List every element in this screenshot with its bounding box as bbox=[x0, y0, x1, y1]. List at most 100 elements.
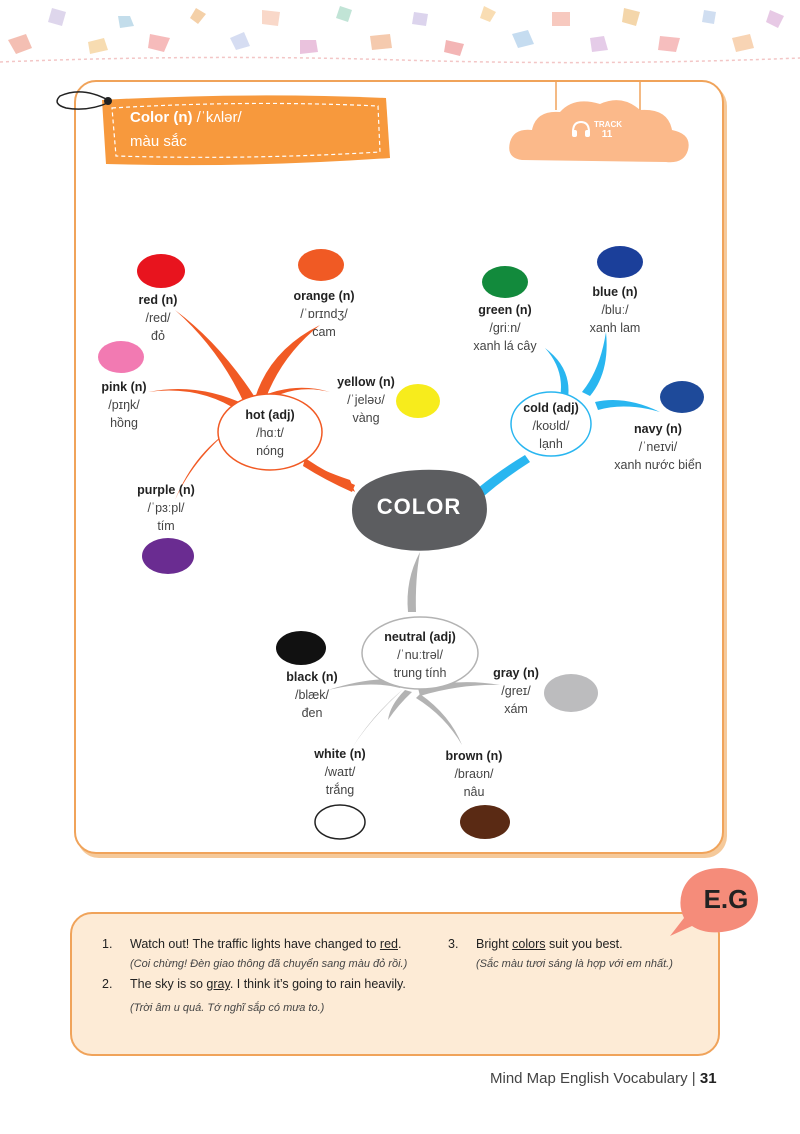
example-item-2: 2. The sky is so gray. I think it’s goin… bbox=[102, 976, 430, 1016]
example-2-translation: (Trời âm u quá. Tớ nghĩ sắp có mưa to.) bbox=[130, 1002, 325, 1014]
headphones-icon[interactable] bbox=[570, 118, 592, 140]
gray-label: gray (n) /ɡreɪ/ xám bbox=[466, 664, 566, 718]
green-meaning: xanh lá cây bbox=[473, 339, 537, 353]
track-number: 11 bbox=[601, 129, 613, 140]
yellow-swatch bbox=[396, 384, 440, 418]
navy-meaning: xanh nước biển bbox=[614, 458, 702, 472]
blue-swatch bbox=[597, 246, 643, 278]
black-word: black (n) bbox=[286, 670, 338, 684]
gray-ipa: /ɡreɪ/ bbox=[501, 684, 531, 698]
example-1-translation: (Coi chừng! Đèn giao thông đã chuyển san… bbox=[130, 958, 408, 970]
example-item-1: 1. Watch out! The traffic lights have ch… bbox=[102, 936, 430, 972]
green-ipa: /ɡriːn/ bbox=[489, 321, 521, 335]
example-2-text-after: . I think it’s going to rain heavily. bbox=[229, 977, 406, 991]
brown-swatch bbox=[460, 805, 510, 839]
example-1-text-before: Watch out! The traffic lights have chang… bbox=[130, 937, 380, 951]
example-1-keyword: red bbox=[379, 937, 398, 951]
black-ipa: /blæk/ bbox=[294, 688, 330, 702]
orange-swatch bbox=[298, 249, 344, 281]
white-word: white (n) bbox=[314, 747, 366, 761]
footer-book-title: Mind Map English Vocabulary bbox=[490, 1070, 688, 1087]
blue-meaning: xanh lam bbox=[589, 321, 641, 335]
pink-label: pink (n) /pɪŋk/ hồng bbox=[74, 378, 174, 432]
neutral-group-label: neutral (adj) /ˈnuːtrəl/ trung tính bbox=[360, 628, 480, 682]
title-word: Color (n) bbox=[130, 109, 193, 126]
example-3-translation: (Sắc màu tươi sáng là hợp với em nhất.) bbox=[476, 958, 673, 970]
cold-group-bubble bbox=[510, 391, 592, 457]
track-cloud bbox=[509, 80, 689, 163]
example-2-number: 2. bbox=[102, 977, 113, 991]
title-ipa: /ˈkʌlər/ bbox=[196, 109, 242, 126]
brown-meaning: nâu bbox=[463, 785, 485, 799]
example-3-text-before: Bright bbox=[476, 937, 513, 951]
red-label: red (n) /red/ đỏ bbox=[108, 291, 208, 345]
green-swatch bbox=[482, 266, 528, 298]
example-3-keyword: colors bbox=[512, 937, 546, 951]
gray-meaning: xám bbox=[504, 702, 528, 716]
title-meaning: màu sắc bbox=[130, 133, 187, 150]
cold-group-label: cold (adj) /koʊld/ lạnh bbox=[501, 399, 601, 453]
cold-ipa: /koʊld/ bbox=[532, 419, 570, 433]
red-ipa: /red/ bbox=[145, 311, 171, 325]
yellow-word: yellow (n) bbox=[337, 375, 395, 389]
purple-meaning: tím bbox=[157, 519, 175, 533]
example-2-sentence: The sky is so gray. I think it’s going t… bbox=[130, 976, 430, 992]
gray-swatch bbox=[544, 674, 598, 712]
brown-label: brown (n) /braʊn/ nâu bbox=[424, 747, 524, 801]
red-swatch bbox=[137, 254, 185, 288]
navy-ipa: /ˈneɪvi/ bbox=[638, 440, 678, 454]
purple-word: purple (n) bbox=[137, 483, 195, 497]
navy-word: navy (n) bbox=[634, 422, 682, 436]
neutral-group-bubble bbox=[361, 616, 479, 690]
neutral-ipa: /ˈnuːtrəl/ bbox=[397, 648, 443, 662]
cold-word: cold (adj) bbox=[523, 401, 579, 415]
eg-bubble bbox=[670, 868, 758, 936]
navy-swatch bbox=[660, 381, 704, 413]
yellow-label: yellow (n) /ˈjeləʊ/ vàng bbox=[316, 373, 416, 427]
blue-ipa: /bluː/ bbox=[601, 303, 629, 317]
example-3-text-after: suit you best. bbox=[545, 937, 623, 951]
cold-branches bbox=[478, 332, 660, 496]
black-meaning: đen bbox=[301, 706, 323, 720]
confetti-decoration bbox=[0, 6, 800, 64]
purple-label: purple (n) /ˈpɜːpl/ tím bbox=[116, 481, 216, 535]
track-label-text: TRACK bbox=[594, 120, 622, 129]
example-1-sentence: Watch out! The traffic lights have chang… bbox=[130, 936, 430, 952]
white-meaning: trắng bbox=[325, 783, 355, 797]
neutral-meaning: trung tính bbox=[393, 666, 447, 680]
page-footer: Mind Map English Vocabulary | 31 bbox=[490, 1070, 717, 1087]
mind-map-card bbox=[74, 80, 724, 854]
title-text: Color (n) /ˈkʌlər/ màu sắc bbox=[130, 106, 242, 154]
example-2-keyword: gray bbox=[206, 977, 230, 991]
orange-label: orange (n) /ˈɒrɪndʒ/ cam bbox=[274, 287, 374, 341]
yellow-meaning: vàng bbox=[352, 411, 380, 425]
white-swatch bbox=[314, 804, 366, 840]
title-tag bbox=[102, 95, 390, 166]
blue-word: blue (n) bbox=[592, 285, 638, 299]
purple-swatch bbox=[142, 538, 194, 574]
green-label: green (n) /ɡriːn/ xanh lá cây bbox=[455, 301, 555, 355]
hot-word: hot (adj) bbox=[245, 408, 295, 422]
white-ipa: /waɪt/ bbox=[324, 765, 356, 779]
page-number: 31 bbox=[699, 1070, 717, 1087]
tag-string bbox=[56, 91, 112, 110]
center-node bbox=[352, 469, 487, 551]
brown-word: brown (n) bbox=[445, 749, 503, 763]
hot-ipa: /hɑːt/ bbox=[256, 426, 284, 440]
navy-label: navy (n) /ˈneɪvi/ xanh nước biển bbox=[608, 420, 708, 474]
purple-ipa: /ˈpɜːpl/ bbox=[147, 501, 185, 515]
dashed-divider bbox=[0, 56, 800, 64]
neutral-word: neutral (adj) bbox=[384, 630, 456, 644]
orange-word: orange (n) bbox=[293, 289, 355, 303]
brown-ipa: /braʊn/ bbox=[454, 767, 494, 781]
color-swatches bbox=[98, 246, 704, 840]
confetti-shapes bbox=[8, 6, 784, 56]
eg-label: E.G bbox=[703, 884, 749, 914]
pink-ipa: /pɪŋk/ bbox=[108, 398, 140, 412]
pink-word: pink (n) bbox=[101, 380, 147, 394]
example-3-sentence: Bright colors suit you best. bbox=[476, 936, 706, 952]
yellow-ipa: /ˈjeləʊ/ bbox=[347, 393, 385, 407]
example-1-number: 1. bbox=[102, 937, 113, 951]
example-2-text-before: The sky is so bbox=[130, 977, 207, 991]
